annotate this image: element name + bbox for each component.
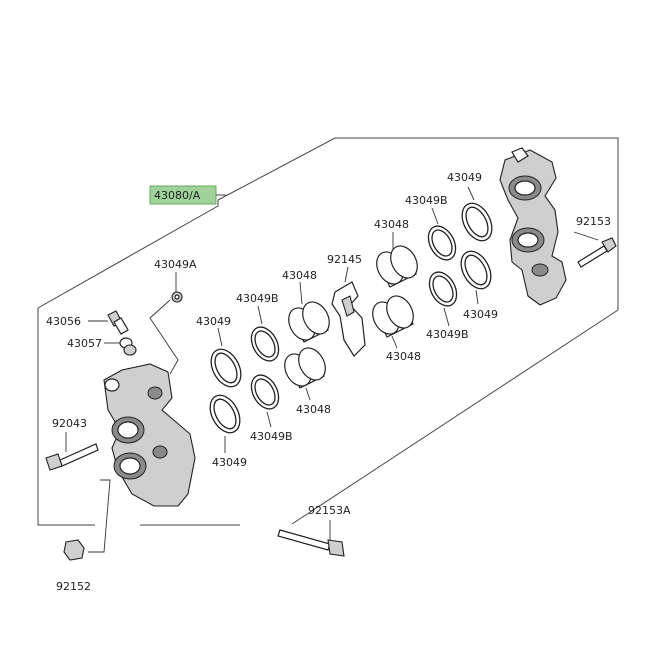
label-43049b-top: 43049B — [405, 194, 448, 207]
nut-92152[interactable] — [63, 539, 85, 561]
seal-43049b-mid[interactable] — [246, 322, 284, 365]
label-43049b-mid: 43049B — [236, 292, 279, 305]
assembly-label-43080a[interactable]: 43080/A — [149, 185, 217, 205]
label-43049b-right: 43049B — [426, 328, 469, 341]
label-43049-low: 43049 — [212, 456, 247, 469]
bolt-92153a[interactable] — [277, 529, 345, 557]
part-labels: 43049 43049B 92153 43048 92145 43049A 43… — [46, 171, 611, 593]
bleeder-43056[interactable] — [107, 310, 129, 335]
label-43049b-low: 43049B — [250, 430, 293, 443]
seal-43049b-top[interactable] — [423, 221, 461, 264]
piston-43048-mid[interactable] — [283, 297, 334, 344]
label-43057: 43057 — [67, 337, 102, 350]
label-92145: 92145 — [327, 253, 362, 266]
label-92153a: 92153A — [308, 504, 351, 517]
label-43048-right: 43048 — [386, 350, 421, 363]
caliper-inner-half[interactable] — [103, 363, 196, 507]
bolt-92153[interactable] — [577, 237, 617, 268]
caliper-outer-half[interactable] — [499, 147, 567, 306]
diagram-frame — [37, 137, 619, 526]
bolt-92043[interactable] — [45, 443, 99, 471]
seal-43049-low[interactable] — [204, 390, 246, 438]
piston-43048-right[interactable] — [367, 291, 418, 338]
label-92043: 92043 — [52, 417, 87, 430]
label-43048-low: 43048 — [296, 403, 331, 416]
piston-43048-low[interactable] — [279, 343, 330, 390]
label-43048-mid: 43048 — [282, 269, 317, 282]
piston-43048-top[interactable] — [371, 241, 422, 288]
spring-plate-92145[interactable] — [331, 281, 366, 357]
label-43049-right: 43049 — [463, 308, 498, 321]
assembly-label-text: 43080/A — [154, 189, 201, 202]
leader-lines — [65, 186, 599, 553]
seal-43049-right[interactable] — [455, 246, 497, 294]
seal-43049b-low[interactable] — [246, 370, 284, 413]
seal-43049-top[interactable] — [456, 198, 498, 246]
seal-43049b-right[interactable] — [424, 267, 462, 310]
label-43056: 43056 — [46, 315, 81, 328]
label-43048-top: 43048 — [374, 218, 409, 231]
washer-43049a[interactable] — [171, 291, 183, 303]
label-43049a: 43049A — [154, 258, 197, 271]
seal-43049-left[interactable] — [205, 344, 247, 392]
label-43049-top: 43049 — [447, 171, 482, 184]
label-43049-left: 43049 — [196, 315, 231, 328]
label-92152: 92152 — [56, 580, 91, 593]
label-92153: 92153 — [576, 215, 611, 228]
cap-43057[interactable] — [119, 337, 137, 356]
